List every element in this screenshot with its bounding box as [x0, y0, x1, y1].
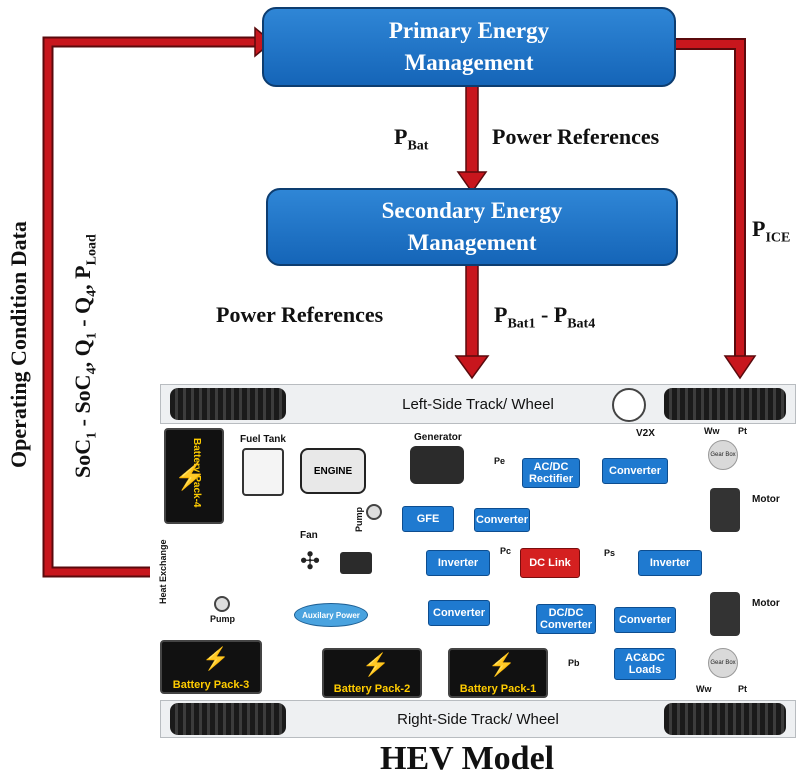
engine-label: ENGINE — [313, 465, 353, 477]
v2x-label: V2X — [636, 428, 655, 439]
secondary-line1: Secondary Energy — [381, 198, 563, 223]
battery-pack-3-bolt-icon: ⚡ — [202, 646, 230, 671]
gear-box-bottom-label: Gear Box — [710, 660, 736, 666]
dcdc-converter-block: DC/DC Converter — [536, 604, 596, 634]
pbat-range-label: PBat1 - PBat4 — [494, 302, 596, 332]
pbat-label: PBat — [394, 124, 429, 154]
battery-pack-2-bolt-icon: ⚡ — [362, 652, 390, 677]
gear-box-top-icon: Gear Box — [708, 440, 738, 470]
pt-bottom-label: Pt — [738, 684, 747, 694]
left-track-label: Left-Side Track/ Wheel — [402, 395, 554, 413]
pump-top-icon — [366, 504, 382, 520]
pt-top-label: Pt — [738, 426, 747, 436]
secondary-energy-management: Secondary Energy Management — [266, 188, 678, 266]
fuel-tank-label: Fuel Tank — [240, 434, 286, 445]
converter-loads-block: Converter — [614, 607, 676, 633]
pump-bottom-icon — [214, 596, 230, 612]
pump-top-label: Pump — [354, 506, 364, 532]
generator-label: Generator — [414, 432, 462, 443]
battery-pack-2: ⚡ Battery Pack-2 — [322, 648, 422, 698]
tire-bottom-left — [170, 703, 286, 735]
hev-model-title: HEV Model — [380, 740, 555, 777]
heat-exchange-label: Heat Exchange — [158, 539, 168, 604]
fuel-tank-icon — [242, 448, 284, 496]
dc-link-block: DC Link — [520, 548, 580, 578]
primary-line2: Management — [404, 50, 534, 75]
motor-top-label: Motor — [752, 494, 780, 505]
tire-bottom-right — [664, 703, 786, 735]
motor-top-icon — [710, 488, 740, 532]
pc-label: Pc — [500, 546, 512, 556]
operating-condition-label: Operating Condition Data — [6, 221, 31, 468]
battery-pack-1: ⚡ Battery Pack-1 — [448, 648, 548, 698]
primary-line1: Primary Energy — [388, 18, 550, 43]
converter-aux-block: Converter — [428, 600, 490, 626]
ww-top-label: Ww — [704, 426, 720, 436]
battery-pack-2-label: Battery Pack-2 — [333, 683, 411, 695]
battery-pack-3: ⚡ Battery Pack-3 — [160, 640, 262, 694]
acdc-rectifier-block: AC/DC Rectifier — [522, 458, 580, 488]
right-track-label: Right-Side Track/ Wheel — [397, 710, 559, 728]
pb-label: Pb — [568, 658, 580, 668]
v2x-connector-icon — [612, 388, 646, 422]
primary-energy-management: Primary Energy Management — [262, 7, 676, 87]
gear-box-bottom-icon: Gear Box — [708, 648, 738, 678]
soc-q-pload-label: SoC1 - SoC4, Q1 - Q4, PLoad — [70, 234, 100, 478]
battery-pack-1-bolt-icon: ⚡ — [488, 652, 516, 677]
tire-top-right — [664, 388, 786, 420]
battery-pack-4-bolt-icon: ⚡ — [174, 462, 207, 491]
engine-icon: ENGINE — [300, 448, 366, 494]
pump-bottom-label: Pump — [210, 614, 236, 624]
pice-arrowhead — [723, 355, 757, 380]
auxiliary-power-block: Auxilary Power — [294, 603, 368, 627]
fan-icon: ✣ — [300, 549, 321, 575]
converter-v2x-block: Converter — [602, 458, 668, 484]
aux-power-label: Auxilary Power — [302, 610, 360, 620]
fan-motor-icon — [340, 552, 372, 574]
inverter-fan-block: Inverter — [426, 550, 490, 576]
fan-label: Fan — [300, 530, 318, 541]
power-references-top: Power References — [492, 124, 660, 149]
ps-label: Ps — [604, 548, 616, 558]
secondary-line2: Management — [407, 230, 537, 255]
battery-pack-3-label: Battery Pack-3 — [172, 679, 250, 691]
pice-label: PICE — [752, 216, 791, 246]
power-ref-arrowhead — [454, 355, 490, 380]
gfe-block: GFE — [402, 506, 454, 532]
gear-box-top-label: Gear Box — [710, 452, 736, 458]
acdc-loads-block: AC&DC Loads — [614, 648, 676, 680]
tire-top-left — [170, 388, 286, 420]
power-references-bottom: Power References — [216, 302, 384, 327]
pe-label: Pe — [494, 456, 506, 466]
generator-icon — [410, 446, 464, 484]
ww-bottom-label: Ww — [696, 684, 712, 694]
pbat-arrowhead — [456, 171, 488, 194]
inverter-motor-block: Inverter — [638, 550, 702, 576]
motor-bottom-icon — [710, 592, 740, 636]
battery-pack-1-label: Battery Pack-1 — [459, 683, 537, 695]
motor-bottom-label: Motor — [752, 598, 780, 609]
converter-gfe-block: Converter — [474, 508, 530, 532]
battery-pack-4: Battery Pack-4 ⚡ — [164, 428, 224, 524]
